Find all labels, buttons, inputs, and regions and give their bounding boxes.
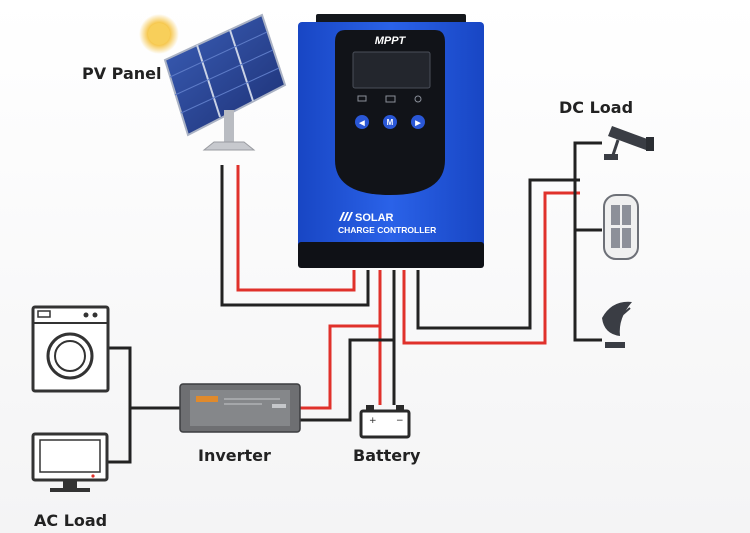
inverter-icon: [179, 383, 301, 433]
controller-brand: MPPT: [375, 35, 407, 47]
status-indicators: [357, 95, 422, 103]
sun-icon: [139, 14, 179, 54]
label-battery: Battery: [353, 446, 421, 465]
ac-bus: [108, 346, 132, 464]
controller-display: [352, 51, 431, 89]
wire-pv-negative: [220, 165, 370, 307]
television-icon: [31, 432, 109, 492]
menu-button[interactable]: M: [383, 115, 397, 129]
svg-text:▶: ▶: [414, 120, 421, 127]
satellite-dish-icon: [602, 301, 632, 348]
label-dc-load: DC Load: [559, 98, 633, 117]
charge-controller: MPPT ◀ M ▶ SOLAR CHARGE CONTROLLER: [298, 14, 484, 268]
nav-left-button[interactable]: ◀: [355, 115, 369, 129]
washing-machine-icon: [31, 305, 110, 393]
street-lamp-icon: [603, 194, 639, 260]
svg-text:+: +: [369, 416, 377, 426]
wiring: [108, 141, 602, 464]
battery-icon: + −: [359, 405, 411, 439]
controller-title-1: SOLAR: [355, 212, 394, 224]
wire-pv-positive: [236, 165, 356, 292]
wire-dc-positive: [402, 191, 580, 345]
svg-text:M: M: [387, 118, 394, 127]
label-inverter: Inverter: [198, 446, 271, 465]
controller-title-2: CHARGE CONTROLLER: [338, 225, 436, 235]
label-ac-load: AC Load: [34, 511, 107, 530]
wire-inverter-positive: [300, 324, 380, 410]
security-camera-icon: [604, 126, 654, 160]
wire-inverter-negative: [300, 338, 394, 422]
svg-text:−: −: [396, 416, 404, 426]
svg-text:◀: ◀: [358, 120, 365, 127]
solar-panel-icon: [163, 13, 287, 151]
dc-bus: [573, 141, 602, 342]
label-pv-panel: PV Panel: [82, 64, 162, 83]
controller-logo-icon: [339, 212, 353, 221]
wire-dc-negative: [416, 178, 580, 330]
nav-right-button[interactable]: ▶: [411, 115, 425, 129]
